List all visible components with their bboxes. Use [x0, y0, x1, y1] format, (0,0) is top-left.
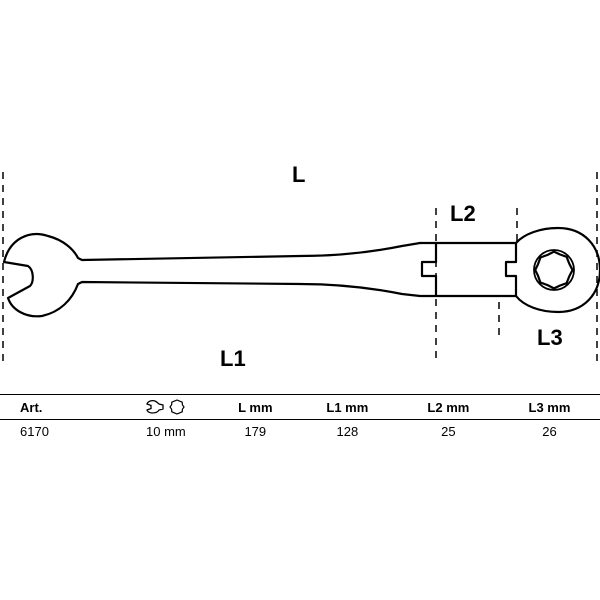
- cell-size: 10 mm: [146, 423, 186, 439]
- header-art: Art.: [0, 394, 118, 420]
- open-end-head: [2, 232, 438, 318]
- table-row: 6170 10 mm 179 128 25 26: [0, 420, 600, 443]
- ring-inner-circle: [533, 249, 575, 291]
- table-header-row: Art. L mm L1 mm L2 mm L3 mm: [0, 394, 600, 420]
- cell-l1: 128: [336, 423, 359, 439]
- ratchet-ring-head: [515, 226, 600, 314]
- flex-joint-link: [436, 241, 518, 298]
- cell-l: 179: [244, 423, 267, 439]
- cell-l3: 26: [542, 423, 557, 439]
- open-end-wrench-icon: [146, 399, 164, 414]
- twelve-point-ring-icon: [168, 399, 185, 415]
- cell-l2: 25: [441, 423, 456, 439]
- dimension-label-l1: L1: [220, 346, 246, 371]
- cell-art: 6170: [20, 423, 49, 439]
- header-l1: L1 mm: [296, 394, 398, 420]
- wrench-drawing: [2, 172, 600, 362]
- wrench-outline: [2, 226, 600, 318]
- header-l: L mm: [213, 394, 297, 420]
- header-l2: L2 mm: [397, 394, 499, 420]
- specification-table: Art. L mm L1 mm L2 mm L3 mm 6170 10 mm 1…: [0, 394, 600, 442]
- header-l3: L3 mm: [498, 394, 600, 420]
- header-size: [117, 394, 214, 420]
- dimension-label-l3: L3: [537, 325, 563, 350]
- dimension-label-l2: L2: [450, 201, 476, 226]
- dimension-label-l: L: [292, 162, 306, 187]
- twelve-point-ring: [534, 250, 574, 290]
